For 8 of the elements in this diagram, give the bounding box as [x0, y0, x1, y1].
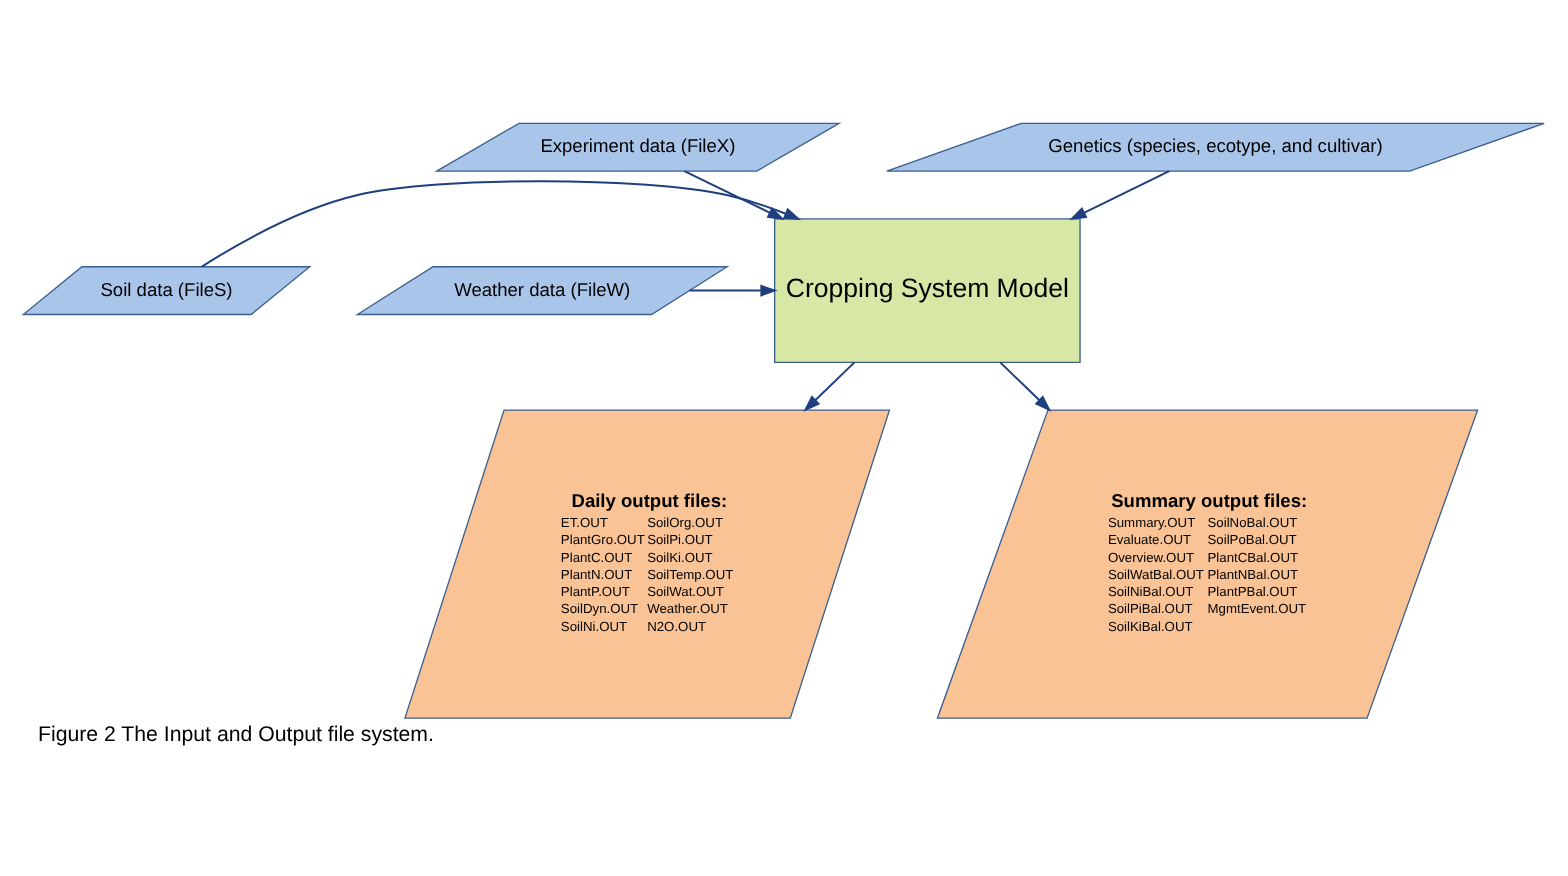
arrow	[1069, 170, 1171, 220]
caption: Figure 2 The Input and Output file system.	[38, 722, 434, 747]
arrow	[999, 361, 1052, 412]
arrow	[803, 361, 856, 412]
arrow	[200, 180, 802, 268]
node-box: Cropping System Model	[774, 218, 1081, 363]
arrow	[683, 170, 785, 220]
arrow	[688, 284, 778, 297]
